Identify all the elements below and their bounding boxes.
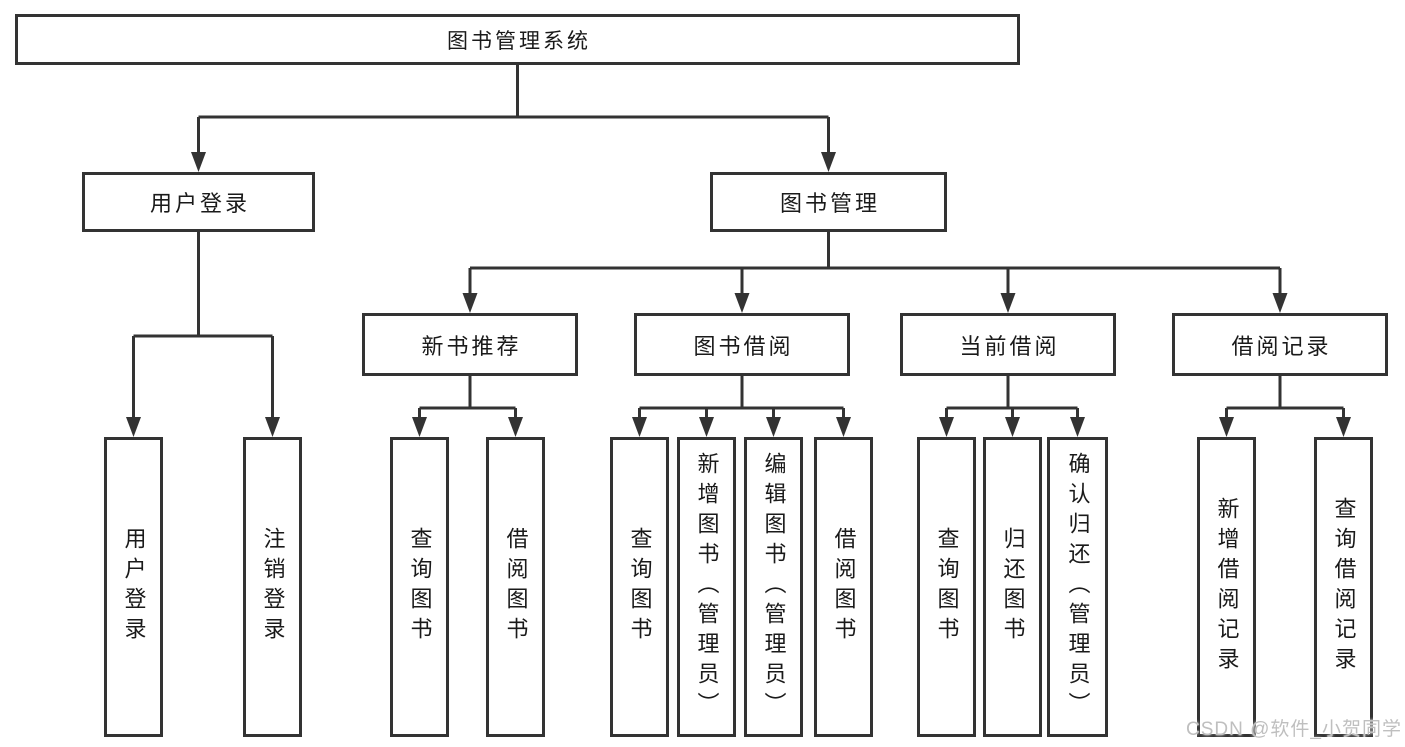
- leaf-user-login: 用户登录: [104, 437, 163, 737]
- arrow-icon: [836, 417, 851, 437]
- arrow-icon: [766, 417, 781, 437]
- node-current-borrow: 当前借阅: [900, 313, 1116, 376]
- arrow-icon: [939, 417, 954, 437]
- node-label: 查询图书: [407, 527, 433, 647]
- node-label: 确认归还（管理员）: [1065, 452, 1091, 722]
- node-label: 新书推荐: [421, 333, 522, 359]
- node-label: 借阅图书: [831, 527, 857, 647]
- leaf-borrow-books-recommend: 借阅图书: [486, 437, 545, 737]
- leaf-query-borrow-record: 查询借阅记录: [1314, 437, 1373, 737]
- leaf-logout: 注销登录: [243, 437, 302, 737]
- leaf-confirm-return-admin: 确认归还（管理员）: [1047, 437, 1108, 737]
- node-label: 查询图书: [934, 527, 960, 647]
- node-label: 当前借阅: [959, 333, 1060, 359]
- node-label: 新增借阅记录: [1214, 497, 1240, 677]
- node-label: 查询借阅记录: [1331, 497, 1357, 677]
- node-library-management-system: 图书管理系统: [15, 14, 1020, 65]
- node-label: 借阅图书: [503, 527, 529, 647]
- node-label: 查询图书: [627, 527, 653, 647]
- leaf-add-books-admin: 新增图书（管理员）: [677, 437, 736, 737]
- arrow-icon: [191, 152, 206, 172]
- leaf-return-books: 归还图书: [983, 437, 1042, 737]
- leaf-add-borrow-record: 新增借阅记录: [1197, 437, 1256, 737]
- arrow-icon: [508, 417, 523, 437]
- node-book-borrow: 图书借阅: [634, 313, 850, 376]
- arrow-icon: [699, 417, 714, 437]
- leaf-borrow-books: 借阅图书: [814, 437, 873, 737]
- node-label: 用户登录: [149, 191, 250, 216]
- arrow-icon: [462, 293, 478, 313]
- node-label: 图书管理: [779, 191, 880, 216]
- node-user-login: 用户登录: [82, 172, 315, 232]
- arrow-icon: [1070, 417, 1085, 437]
- leaf-query-books-recommend: 查询图书: [390, 437, 449, 737]
- leaf-query-books-borrow: 查询图书: [610, 437, 669, 737]
- arrow-icon: [1272, 293, 1288, 313]
- node-label: 注销登录: [260, 527, 286, 647]
- node-label: 图书借阅: [693, 333, 794, 359]
- arrow-icon: [126, 417, 141, 437]
- node-label: 归还图书: [1000, 527, 1026, 647]
- node-new-book-recommend: 新书推荐: [362, 313, 578, 376]
- arrow-icon: [1005, 417, 1020, 437]
- arrow-icon: [734, 293, 750, 313]
- node-label: 新增图书（管理员）: [694, 452, 720, 722]
- arrow-icon: [1219, 417, 1234, 437]
- node-borrow-record: 借阅记录: [1172, 313, 1388, 376]
- arrow-icon: [265, 417, 280, 437]
- leaf-edit-books-admin: 编辑图书（管理员）: [744, 437, 803, 737]
- leaf-query-books-current: 查询图书: [917, 437, 976, 737]
- arrow-icon: [1000, 293, 1016, 313]
- arrow-icon: [632, 417, 647, 437]
- node-label: 借阅记录: [1231, 333, 1332, 359]
- arrow-icon: [412, 417, 427, 437]
- node-book-management: 图书管理: [710, 172, 947, 232]
- node-label: 图书管理系统: [447, 29, 591, 53]
- csdn-watermark: CSDN @软件_小贺同学: [1186, 719, 1402, 740]
- node-label: 用户登录: [121, 527, 147, 647]
- node-label: 编辑图书（管理员）: [761, 452, 787, 722]
- arrow-icon: [1336, 417, 1351, 437]
- arrow-icon: [821, 152, 836, 172]
